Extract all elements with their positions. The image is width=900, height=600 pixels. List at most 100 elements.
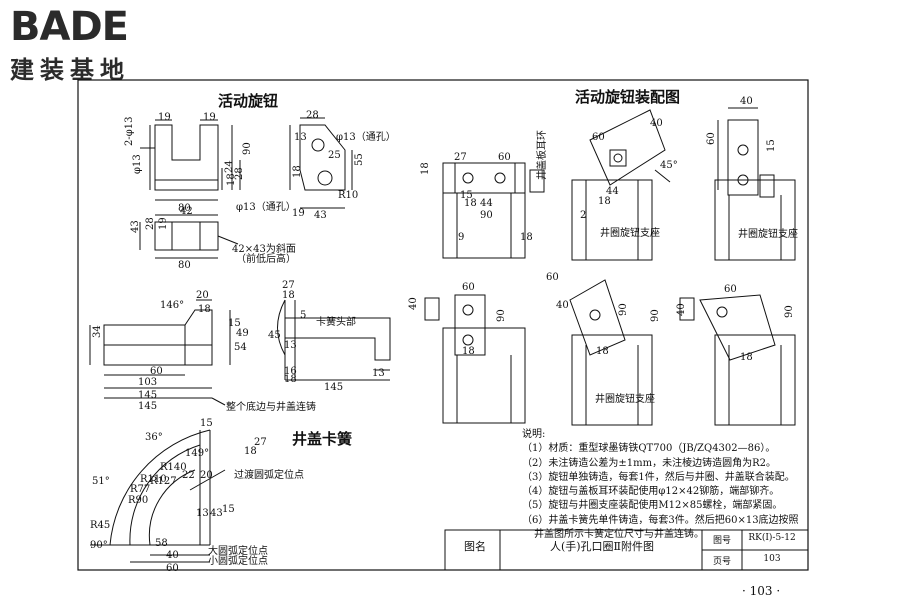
assembly-view-6 bbox=[679, 294, 796, 426]
dimension-label: 90° bbox=[90, 540, 108, 551]
dimension-label: 15 bbox=[228, 318, 241, 329]
knob-side-view bbox=[289, 117, 353, 209]
dimension-label: 15 bbox=[460, 190, 473, 201]
dimension-label: 13 bbox=[294, 132, 307, 143]
dimension-label: 18 bbox=[226, 173, 237, 186]
dimension-label: 60 bbox=[166, 563, 179, 574]
dimension-label: 145 bbox=[324, 382, 344, 393]
dimension-label: 18 bbox=[292, 165, 303, 178]
dimension-label: 34 bbox=[92, 325, 103, 338]
dimension-label: 15 bbox=[766, 139, 777, 152]
dimension-label: 55 bbox=[354, 153, 365, 166]
dimension-label: 60 bbox=[150, 366, 163, 377]
dimension-label: 90 bbox=[618, 303, 629, 316]
dimension-label: 13 bbox=[372, 368, 385, 379]
drawing-name: 人(手)孔口圈Ⅱ附件图 bbox=[549, 540, 655, 553]
dimension-label: 井盖板耳环 bbox=[537, 130, 548, 180]
dimension-label: 90 bbox=[242, 142, 253, 155]
dimension-label: 27 bbox=[254, 437, 267, 448]
dimension-label: 90 bbox=[496, 309, 507, 322]
dimension-label: 40 bbox=[166, 550, 179, 561]
drawing-frame bbox=[77, 79, 809, 571]
dimension-label: 15 bbox=[200, 418, 213, 429]
dimension-label: R110 bbox=[140, 474, 167, 485]
dimension-label: 36° bbox=[145, 432, 163, 443]
dimension-label: 18 bbox=[464, 198, 477, 209]
title-block bbox=[444, 529, 809, 571]
dimension-label: R140 bbox=[160, 462, 187, 473]
titleblock-label: 图名 bbox=[464, 540, 486, 553]
dimension-label: 27 bbox=[454, 152, 467, 163]
dimension-label: 19 bbox=[292, 208, 305, 219]
dimension-label: 13 bbox=[284, 340, 297, 351]
dimension-label: 18 bbox=[596, 346, 609, 357]
assembly-view-4 bbox=[424, 294, 526, 424]
dimension-label: 18 bbox=[284, 374, 297, 385]
dimension-label: R90 bbox=[128, 495, 149, 506]
dimension-label: 2 bbox=[580, 210, 587, 221]
dimension-label: 42 bbox=[180, 206, 193, 217]
knob-top-view bbox=[139, 214, 239, 259]
dimension-label: 18 bbox=[462, 346, 475, 357]
dimension-label: 18 bbox=[282, 290, 295, 301]
dimension-label: 9 bbox=[458, 232, 465, 243]
note-item: （1）材质：重型球墨铸铁QT700（JB/ZQ4302—86）。 bbox=[522, 443, 776, 455]
dimension-label: 90 bbox=[650, 309, 661, 322]
dimension-label: φ13（通孔） bbox=[236, 202, 296, 213]
dimension-label: 42×43为斜面 bbox=[232, 244, 296, 255]
dimension-label: 井圈旋钮支座 bbox=[738, 229, 798, 240]
spring-title: 井盖卡簧 bbox=[292, 430, 353, 448]
dimension-label: 19 bbox=[158, 217, 169, 230]
dimension-label: 16 bbox=[284, 366, 297, 377]
dimension-label: 19 bbox=[158, 112, 171, 123]
dimension-label: 58 bbox=[155, 538, 168, 549]
dimension-label: 28 bbox=[145, 217, 156, 230]
spring-side-view bbox=[89, 299, 231, 406]
dimension-label: 90 bbox=[784, 305, 795, 318]
dimension-label: 18 bbox=[244, 446, 257, 457]
dimension-label: 49 bbox=[236, 328, 249, 339]
notes: 说明: （1）材质：重型球墨铸铁QT700（JB/ZQ4302—86）。 （2）… bbox=[522, 428, 799, 542]
dimension-label: 28 bbox=[306, 110, 319, 121]
dimension-label: 小圆弧定位点 bbox=[208, 556, 268, 567]
dimension-label: 18 bbox=[740, 352, 753, 363]
dimension-label: φ13 bbox=[132, 154, 143, 174]
dimension-label: 井圈旋钮支座 bbox=[600, 228, 660, 239]
page-number: · 103 · bbox=[742, 584, 781, 598]
dimension-label: 5 bbox=[300, 310, 307, 321]
dimension-label: 146° bbox=[160, 300, 185, 311]
dimension-label: 卡簧头部 bbox=[316, 317, 356, 328]
assembly-view-1 bbox=[442, 162, 545, 259]
dimension-label: 44 bbox=[480, 198, 493, 209]
dimension-label: 80 bbox=[178, 203, 191, 214]
logo-text: BADE bbox=[10, 4, 129, 50]
dimension-label: 20 bbox=[196, 290, 209, 301]
notes-heading: 说明: bbox=[522, 429, 546, 440]
dimension-label: 18 bbox=[520, 232, 533, 243]
dimension-label: 60 bbox=[498, 152, 511, 163]
dimension-label: 18 bbox=[598, 196, 611, 207]
spring-plan-view bbox=[90, 429, 226, 563]
dimension-label: R45 bbox=[90, 520, 111, 531]
page-value: 103 bbox=[763, 554, 781, 564]
dimension-label: 井圈旋钮支座 bbox=[595, 394, 655, 405]
dimension-label: 60 bbox=[546, 272, 559, 283]
dimension-label: 145 bbox=[138, 390, 158, 401]
dimension-label: 149° bbox=[185, 448, 210, 459]
dimension-label: 45 bbox=[268, 330, 281, 341]
drawing-code-label: 图号 bbox=[712, 536, 731, 546]
dimension-label: 40 bbox=[676, 303, 687, 316]
dimension-label: 40 bbox=[650, 118, 663, 129]
note-item: （3）旋钮单独铸造，每套1件，然后与井圈、井盖联合装配。 bbox=[522, 471, 795, 483]
dimension-label: 18 bbox=[198, 304, 211, 315]
note-item: （5）旋钮与井圈支座装配使用M12×85螺栓，端部紧固。 bbox=[522, 500, 783, 512]
dimension-label: 27 bbox=[282, 280, 295, 291]
dimension-label: 40 bbox=[740, 96, 753, 107]
dimension-label: R10 bbox=[338, 190, 359, 201]
drawing-code: RK(I)-5-12 bbox=[748, 533, 796, 543]
dimension-label: 90 bbox=[480, 210, 493, 221]
dimension-label: 45° bbox=[660, 160, 678, 171]
dimension-label: 80 bbox=[178, 260, 191, 271]
dimension-label: 22 bbox=[182, 470, 195, 481]
